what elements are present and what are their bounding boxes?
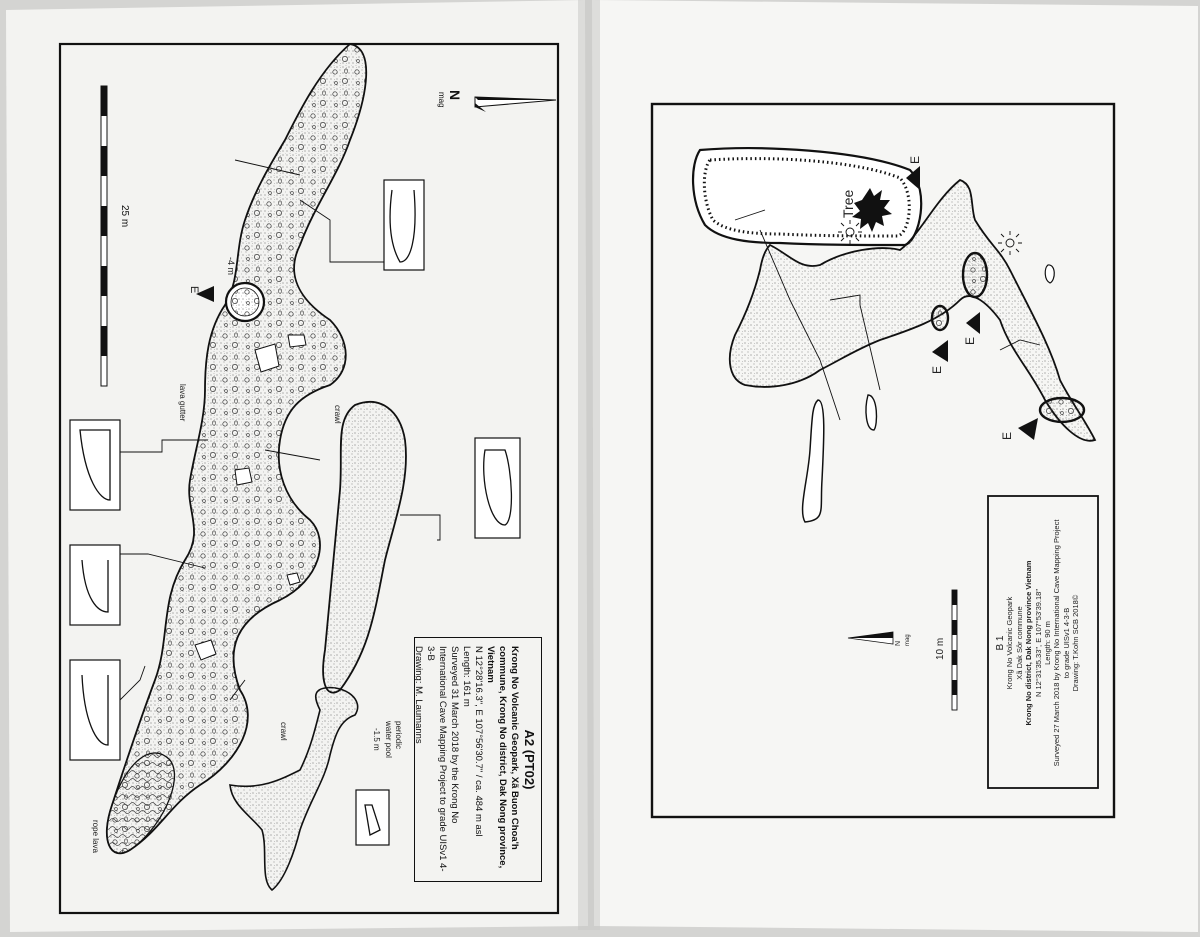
cave-a2-main-passage [105, 43, 368, 855]
a2-depth-label-1-5m: -1.5 m [372, 728, 381, 751]
cave-a2-crawl-passage [229, 686, 359, 892]
b1-title: B 1 [995, 635, 1006, 651]
b1-info-box [987, 495, 1099, 789]
tree-icon [852, 188, 892, 232]
right-north-sub-label: mag [905, 634, 911, 646]
b1-surveyed: Surveyed 27 March 2018 by Krong No Inter… [1052, 519, 1062, 767]
tree-label: Tree [840, 189, 856, 218]
a2-coordinates: N 12°28'16.3", E 107°56'30.7" / ca. 484 … [473, 646, 484, 837]
left-scale-label: 25 m [119, 205, 130, 228]
entrance-arrow-icon [906, 166, 920, 190]
b1-length: Length: 90 m [1043, 621, 1053, 665]
a2-entrance-label: E [188, 286, 200, 294]
a2-info-box: A2 (PT02) Krong No Volcanic Geopark, Xã … [413, 637, 542, 882]
breakdown-blocks [194, 334, 307, 661]
cross-section-leaders [119, 159, 441, 701]
cave-b1-entrance-pits [930, 251, 1086, 424]
rope-lava-label: rope lava [91, 820, 100, 853]
a2-location: Krong No Volcanic Geopark, Xã Buon Choa'… [485, 646, 520, 869]
right-scale-bar [951, 589, 958, 711]
a2-drawing-credit: Drawing: M. Laumanns [413, 646, 424, 744]
cave-b1-small-pocket [1044, 264, 1055, 284]
book-gutter [578, 0, 600, 930]
left-scale-bar [100, 85, 108, 387]
lava-gutter-label: lava gutter [178, 384, 187, 422]
cave-b1-small-chamber [865, 394, 878, 431]
b1-entrance-label-1: E [908, 155, 922, 164]
a2-surveyed: Surveyed 31 March 2018 by the Krong No I… [425, 646, 460, 872]
crawl-label-lower: crawl [279, 722, 288, 741]
entrance-arrow-icon [1018, 418, 1038, 440]
a2-depth-label-4m: -4 m [226, 257, 236, 275]
left-map-frame [58, 42, 560, 915]
a2-length: Length: 161 m [461, 646, 472, 707]
periodic-water-pool-label: periodic water pool [384, 721, 403, 758]
right-north-label: N [895, 640, 902, 646]
b1-coordinates: N 12°31'35.33", E 107°53'39.18" [1033, 588, 1043, 698]
cave-a2-detached-tube [322, 401, 407, 694]
entrance-arrow-icon [966, 312, 980, 334]
right-map-frame [650, 102, 1116, 819]
cave-b1-entrance-arrows [906, 166, 1038, 440]
cross-section-profiles [79, 189, 513, 836]
daylight-icon [838, 220, 1022, 255]
b1-line3: Krong No district, Dak Nong province Vie… [1024, 560, 1034, 726]
right-page [592, 0, 1198, 932]
b1-line2: Xã Dak Sôr commune [1014, 606, 1024, 680]
b1-section-leaders [734, 209, 1041, 421]
left-north-sub-label: mag [437, 92, 446, 108]
b1-line1: Krong No Volcanic Geopark [1005, 596, 1015, 690]
crawl-label-upper: crawl [333, 405, 342, 424]
entrance-arrow-icon [932, 340, 948, 362]
b1-entrance-label-3: E [963, 336, 977, 345]
cross-section-boxes [69, 179, 521, 846]
b1-entrance-label-2: E [930, 365, 944, 374]
rope-lava-zone [106, 752, 176, 854]
b1-grade: to grade UISv1 4-3-B [1061, 607, 1071, 679]
a2-entrance-shaft [224, 281, 266, 323]
b1-info-text: B 1 Krong No Volcanic Geopark Xã Dak Sôr… [995, 508, 1090, 778]
cave-b1-doline [692, 147, 923, 247]
right-north-arrow-icon [847, 631, 894, 645]
a2-entrance-arrow-icon [196, 286, 214, 302]
a2-title: A2 (PT02) [522, 729, 537, 790]
left-north-arrow-icon [474, 96, 557, 112]
left-north-label: N [447, 90, 463, 101]
b1-entrance-label-4: E [1000, 431, 1014, 440]
cave-b1-side-passage [801, 399, 825, 523]
b1-drawing-credit: Drawing: T.Kohn SCB 2018© [1071, 594, 1081, 692]
right-scale-label: 10 m [935, 637, 946, 660]
